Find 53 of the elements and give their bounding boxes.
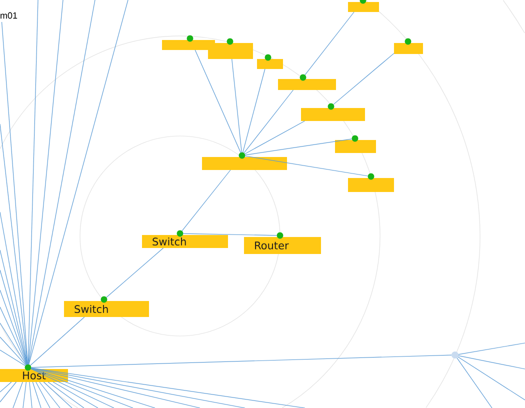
link-line (244, 156, 368, 176)
link-line (304, 12, 354, 76)
link-line (28, 0, 96, 365)
link-line (29, 382, 32, 408)
link-line (28, 0, 64, 365)
link-line (0, 270, 28, 365)
link-line (458, 355, 525, 370)
node-label: Switch (64, 301, 149, 317)
link-line (30, 368, 134, 408)
link-line (30, 368, 306, 408)
link-line (0, 382, 17, 402)
link-line (244, 90, 294, 154)
link-line (22, 382, 27, 408)
link-line (458, 356, 525, 400)
link-line (106, 248, 164, 298)
link-line (0, 124, 28, 365)
node-label: m01 (0, 12, 18, 19)
link-line (242, 68, 266, 153)
link-line (12, 382, 23, 408)
link-line (30, 316, 85, 366)
link-line (0, 250, 28, 365)
link-line (36, 382, 50, 408)
link-line (0, 350, 26, 366)
link-line (0, 212, 28, 365)
link-line (1, 22, 28, 365)
node-label: Switch (142, 235, 228, 248)
link-line (30, 368, 114, 408)
link-line (333, 53, 394, 105)
link-line (32, 382, 42, 408)
link-line (458, 342, 525, 355)
link-line (28, 0, 128, 365)
link-line (182, 233, 278, 236)
link-line (39, 382, 60, 408)
link-line (30, 354, 452, 368)
link-line (456, 358, 492, 408)
link-line (0, 322, 27, 366)
link-line (30, 368, 156, 408)
link-line (194, 50, 241, 153)
link-line (182, 170, 231, 232)
link-line (30, 368, 200, 408)
link-line (30, 368, 246, 408)
link-line (0, 290, 28, 365)
node-label: Router (244, 237, 321, 254)
node-dot (452, 352, 458, 358)
link-line (0, 382, 12, 392)
link-line (52, 382, 98, 408)
link-line (244, 120, 305, 154)
link-line (232, 58, 242, 153)
link-line (48, 382, 84, 408)
link-line (43, 382, 72, 408)
link-line (0, 336, 26, 366)
link-line (0, 306, 27, 365)
link-line (244, 138, 352, 156)
